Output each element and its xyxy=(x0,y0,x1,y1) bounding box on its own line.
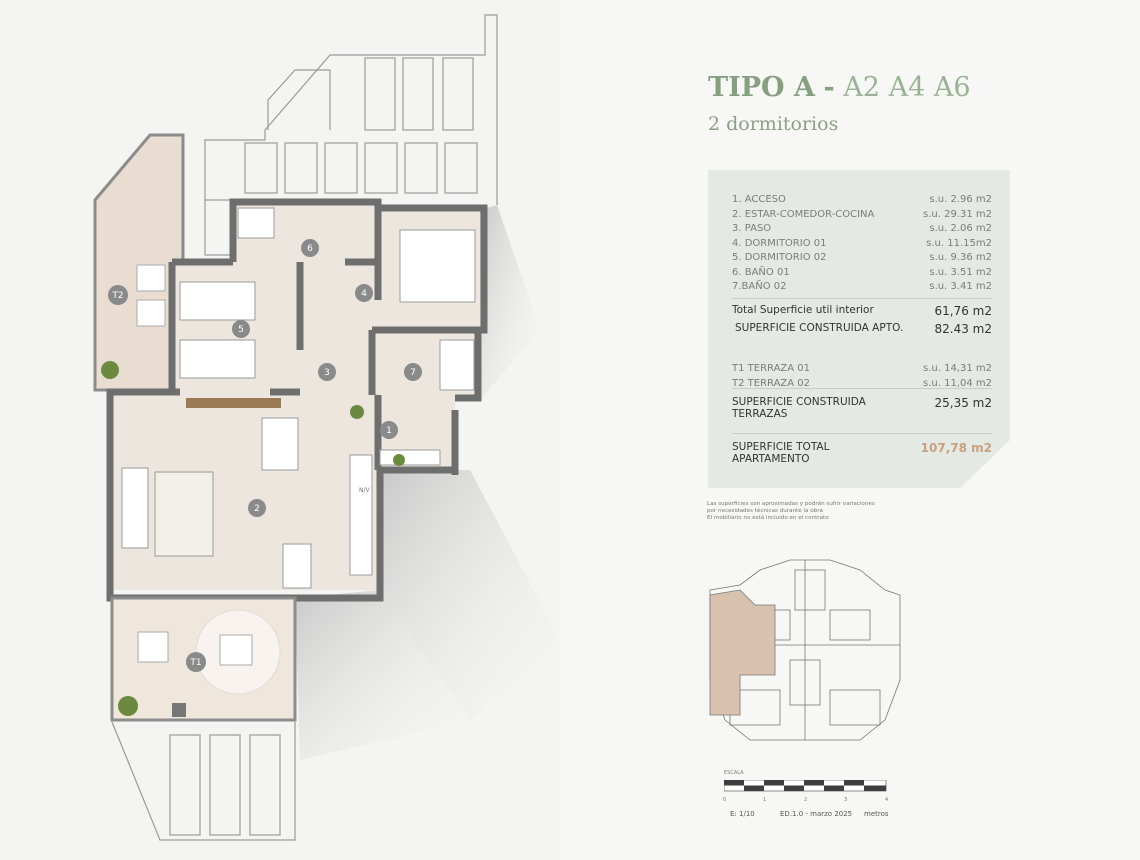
room-name: 6. BAÑO 01 xyxy=(732,266,790,278)
terrace-label-t2: T2 xyxy=(111,291,123,301)
scale-tick: 0 xyxy=(723,797,727,803)
surface-table xyxy=(708,170,1010,488)
shadow xyxy=(295,590,470,760)
note: El mobiliario no está incluido en el con… xyxy=(707,515,829,521)
walls xyxy=(106,198,488,602)
shadow xyxy=(480,205,540,400)
construida-label: SUPERFICIE CONSTRUIDA APTO. xyxy=(735,322,904,334)
room-area: s.u. 3.41 m2 xyxy=(929,281,992,292)
scale-ratio: E: 1/10 xyxy=(730,810,755,818)
room-label-5: 5 xyxy=(238,325,244,335)
disclaimer-notes: Las superficies son aproximadas y podrán… xyxy=(707,501,875,522)
divider xyxy=(732,433,992,434)
terrace-name: T1 TERRAZA 01 xyxy=(732,363,811,374)
terrace-row: T2 TERRAZA 02 s.u. 11,04 m2 xyxy=(732,377,992,392)
room-name: 2. ESTAR-COMEDOR-COCINA xyxy=(732,208,875,220)
room-row: 4. DORMITORIO 01 s.u. 11.15m2 xyxy=(732,237,992,252)
terrace-area: s.u. 14,31 m2 xyxy=(923,363,992,374)
scale-tick: 1 xyxy=(763,797,767,803)
fridge-label: N/V xyxy=(359,487,371,494)
highlighted-unit xyxy=(709,589,776,716)
room-list: 1. ACCESO s.u. 2.96 m2 2. ESTAR-COMEDOR-C… xyxy=(732,193,992,295)
scale-tick: 3 xyxy=(844,797,848,803)
util-value: 61,76 m2 xyxy=(934,304,993,318)
scale-label: ESCALA xyxy=(724,770,744,776)
room-name: 1. ACCESO xyxy=(732,194,786,205)
room-area: s.u. 29.31 m2 xyxy=(923,208,992,220)
room-label-1: 1 xyxy=(386,426,392,436)
terrace-row: T1 TERRAZA 01 s.u. 14,31 m2 xyxy=(732,362,992,377)
scale-tick: 4 xyxy=(885,797,889,803)
terrace-area: s.u. 11,04 m2 xyxy=(923,377,992,389)
room-row: 6. BAÑO 01 s.u. 3.51 m2 xyxy=(732,266,992,281)
terraces-total-value: 25,35 m2 xyxy=(934,396,993,410)
room-label-7: 7 xyxy=(410,368,416,378)
edition-date: ED.1.0 - marzo 2025 xyxy=(780,810,853,818)
grand-total-value: 107,78 m2 xyxy=(920,441,992,455)
scale-unit: metros xyxy=(864,810,889,818)
note: Las superficies son aproximadas y podrán… xyxy=(707,501,875,507)
unit-list: A2 A4 A6 xyxy=(843,72,971,103)
util-label: Total Superficie util interior xyxy=(732,304,874,316)
scale-bar xyxy=(724,780,887,792)
room-row: 3. PASO s.u. 2.06 m2 xyxy=(732,222,992,237)
construida-value: 82.43 m2 xyxy=(934,322,993,336)
bedroom-count: 2 dormitorios xyxy=(708,113,839,135)
room-row: 5. DORMITORIO 02 s.u. 9.36 m2 xyxy=(732,251,992,266)
note: por necesidades técnicas durante la obra xyxy=(707,508,823,514)
room-name: 3. PASO xyxy=(732,223,772,234)
panel-corner xyxy=(960,440,1010,488)
shadow xyxy=(380,470,560,720)
building-key-plan xyxy=(709,559,901,741)
terrace-label-t1: T1 xyxy=(189,658,201,668)
scale-tick: 2 xyxy=(804,797,808,803)
plant-icon xyxy=(350,405,364,419)
room-area: s.u. 2.96 m2 xyxy=(929,194,992,205)
room-labels: 1 2 3 4 5 6 7 T2 T1 xyxy=(108,239,422,672)
room-row: 1. ACCESO s.u. 2.96 m2 xyxy=(732,193,992,208)
room-area: s.u. 11.15m2 xyxy=(926,237,992,249)
room-row: 2. ESTAR-COMEDOR-COCINA s.u. 29.31 m2 xyxy=(732,208,992,223)
room-name: 4. DORMITORIO 01 xyxy=(732,237,827,249)
plant-icon xyxy=(101,361,119,379)
plant-icon xyxy=(118,696,138,716)
title-dash: - xyxy=(823,72,835,103)
parking-bottom xyxy=(111,721,296,841)
plant-icon xyxy=(393,454,405,466)
terrace-list: T1 TERRAZA 01 s.u. 14,31 m2 T2 TERRAZA 02… xyxy=(732,362,992,391)
room-label-4: 4 xyxy=(361,289,367,299)
room-label-2: 2 xyxy=(254,504,260,514)
room-name: 5. DORMITORIO 02 xyxy=(732,252,827,263)
room-area: s.u. 3.51 m2 xyxy=(929,266,992,278)
construida-row: SUPERFICIE CONSTRUIDA APTO. 82.43 m2 xyxy=(735,322,992,336)
type-label: TIPO A xyxy=(708,72,815,103)
floor-plan: N/V 1 2 3 4 5 6 7 T2 T1 xyxy=(93,14,560,841)
terrace-name: T2 TERRAZA 02 xyxy=(732,377,811,389)
room-label-6: 6 xyxy=(307,244,313,254)
room-label-3: 3 xyxy=(324,368,330,378)
room-row: 7.BAÑO 02 s.u. 3.41 m2 xyxy=(732,280,992,295)
divider xyxy=(732,298,992,299)
room-area: s.u. 2.06 m2 xyxy=(929,223,992,234)
room-name: 7.BAÑO 02 xyxy=(732,281,787,292)
furniture xyxy=(121,207,476,589)
util-total-row: Total Superficie util interior 61,76 m2 xyxy=(732,304,992,318)
parking-top xyxy=(204,14,498,256)
divider xyxy=(732,388,992,389)
room-area: s.u. 9.36 m2 xyxy=(929,252,992,263)
page-title: TIPO A - A2 A4 A6 xyxy=(708,72,971,103)
